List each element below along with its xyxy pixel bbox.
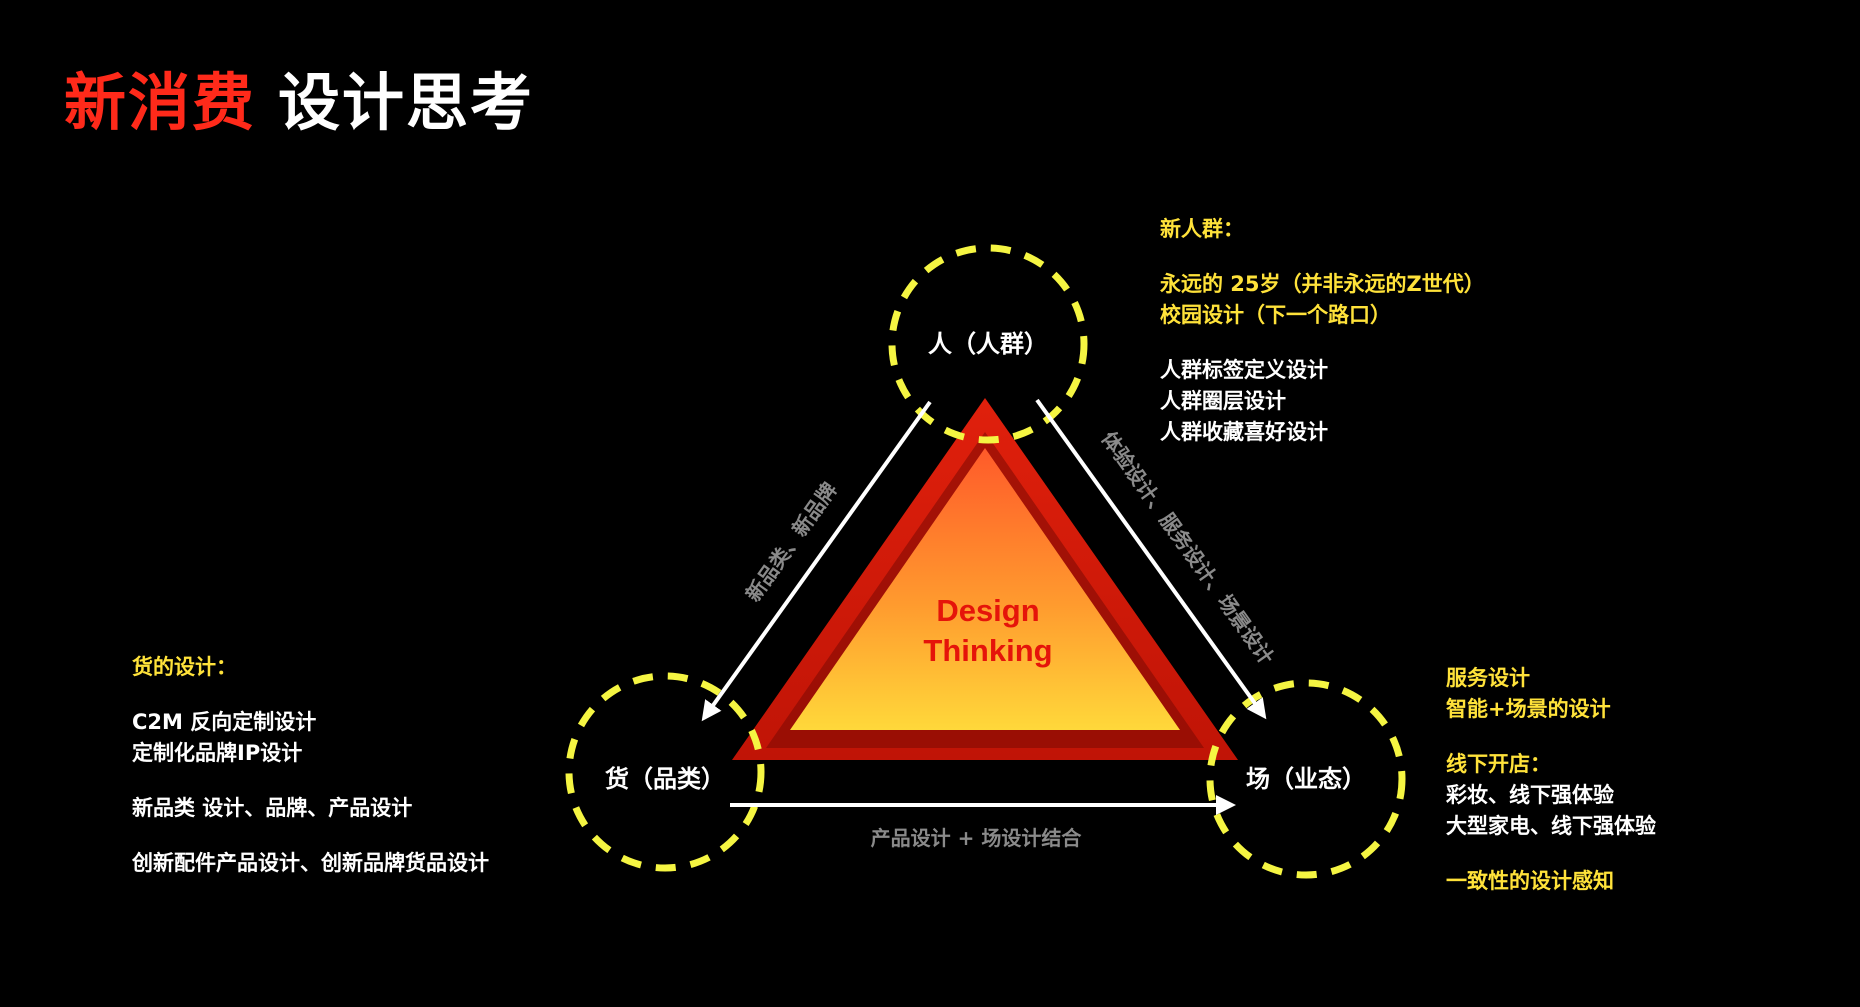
people-notes-heading: 新人群：: [1160, 217, 1244, 241]
people-notes: 新人群： 永远的 25岁（并非永远的Z世代） 校园设计（下一个路口） 人群标签定…: [1160, 214, 1485, 448]
place-notes-offline-heading: 线下开店：: [1446, 752, 1551, 776]
place-notes-yellow-line: 服务设计: [1446, 666, 1530, 690]
spacer: [1160, 245, 1485, 269]
spacer: [132, 683, 489, 707]
page-title: 新消费设计思考: [64, 52, 534, 142]
place-notes-closing: 一致性的设计感知: [1446, 869, 1614, 893]
center-label-line1: Design: [936, 593, 1039, 628]
goods-notes-line: 定制化品牌IP设计: [132, 741, 303, 765]
page-title-accent: 新消费: [64, 66, 257, 139]
spacer: [132, 824, 489, 848]
arrow-people-to-goods: [701, 400, 932, 722]
people-node-circle: [888, 244, 1088, 444]
center-label-line2: Thinking: [923, 633, 1052, 668]
arrow-people-to-place: [1035, 398, 1267, 720]
people-notes-white-line: 人群标签定义设计: [1160, 358, 1328, 382]
place-node-label: 场（业态）: [1246, 765, 1366, 793]
spacer: [1446, 842, 1656, 866]
place-notes-white-line: 大型家电、线下强体验: [1446, 814, 1656, 838]
people-notes-yellow-line: 永远的 25岁（并非永远的Z世代）: [1160, 272, 1485, 296]
triangle-inner: [790, 448, 1180, 730]
goods-notes-heading: 货的设计：: [132, 655, 237, 679]
spacer: [1160, 331, 1485, 355]
people-notes-white-line: 人群收藏喜好设计: [1160, 420, 1328, 444]
goods-node-circle: [565, 672, 765, 872]
arrow-label-goods-to-place: 产品设计 + 场设计结合: [871, 826, 1083, 850]
goods-node-label: 货（品类）: [605, 765, 725, 793]
people-notes-white-line: 人群圈层设计: [1160, 389, 1286, 413]
people-notes-yellow-line: 校园设计（下一个路口）: [1160, 303, 1391, 327]
place-notes-yellow-line: 智能+场景的设计: [1446, 697, 1611, 721]
spacer: [1446, 725, 1656, 749]
goods-notes-line: 新品类 设计、品牌、产品设计: [132, 796, 413, 820]
place-notes: 服务设计 智能+场景的设计 线下开店： 彩妆、线下强体验 大型家电、线下强体验 …: [1446, 663, 1656, 897]
goods-notes-line: C2M 反向定制设计: [132, 710, 317, 734]
page-title-main: 设计思考: [278, 66, 535, 139]
goods-notes: 货的设计： C2M 反向定制设计 定制化品牌IP设计 新品类 设计、品牌、产品设…: [132, 652, 489, 879]
spacer: [132, 769, 489, 793]
arrow-label-people-to-goods: 新品类、新品牌: [741, 478, 842, 606]
place-node-circle: [1206, 679, 1406, 879]
place-notes-white-line: 彩妆、线下强体验: [1446, 783, 1614, 807]
goods-notes-line: 创新配件产品设计、创新品牌货品设计: [132, 851, 489, 875]
people-node-label: 人（人群）: [928, 330, 1048, 358]
